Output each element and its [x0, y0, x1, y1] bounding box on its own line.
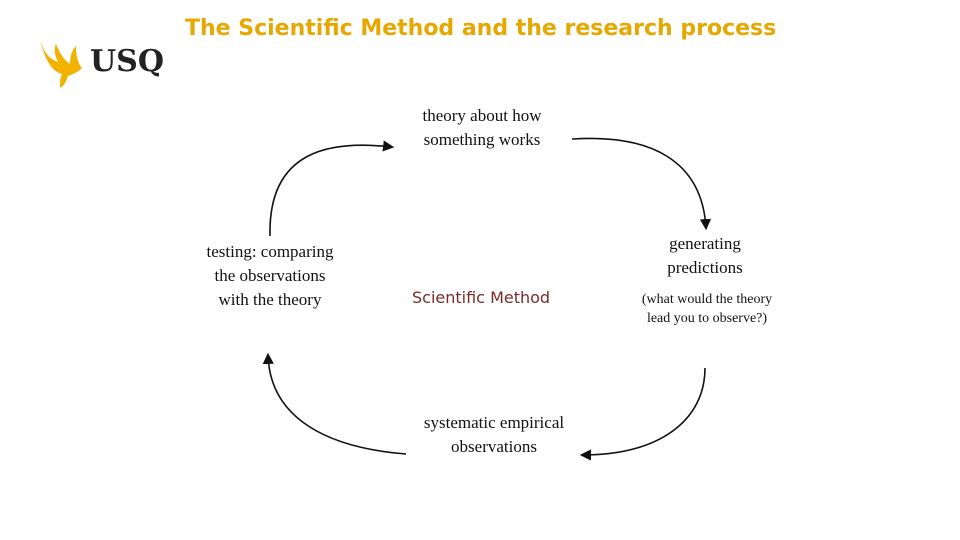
node-observations-line-2: observations: [451, 437, 537, 456]
arrow-theory-to-predictions: [571, 137, 712, 231]
arrow-observations-to-testing: [262, 352, 407, 455]
node-theory-line-1: theory about how: [422, 106, 542, 125]
node-observations-line-1: systematic empirical: [423, 413, 565, 432]
node-predictions-line-1: generating: [669, 234, 741, 253]
predictions-note: (what would the theory lead you to obser…: [618, 290, 796, 328]
node-testing-line-1: testing: comparing: [206, 242, 334, 261]
center-label: Scientific Method: [412, 288, 551, 307]
slide-title: The Scientific Method and the research p…: [185, 16, 777, 41]
node-theory-line-2: something works: [423, 130, 541, 149]
logo-text: USQ: [90, 44, 164, 79]
predictions-note-line-2: lead you to observe?): [646, 311, 768, 326]
node-observations: systematic empirical observations: [400, 411, 588, 459]
node-testing-line-2: the observations: [214, 266, 326, 285]
node-theory: theory about how something works: [402, 104, 562, 152]
arrow-predictions-to-observations: [579, 367, 706, 461]
arrow-testing-to-theory: [269, 140, 395, 237]
usq-logo: USQ: [36, 38, 176, 90]
node-testing-line-3: with the theory: [218, 290, 322, 309]
bird-icon: [40, 40, 82, 88]
node-predictions: generating predictions: [630, 232, 780, 280]
predictions-note-line-1: (what would the theory: [641, 292, 773, 307]
node-predictions-line-2: predictions: [667, 258, 743, 277]
node-testing: testing: comparing the observations with…: [185, 240, 355, 312]
